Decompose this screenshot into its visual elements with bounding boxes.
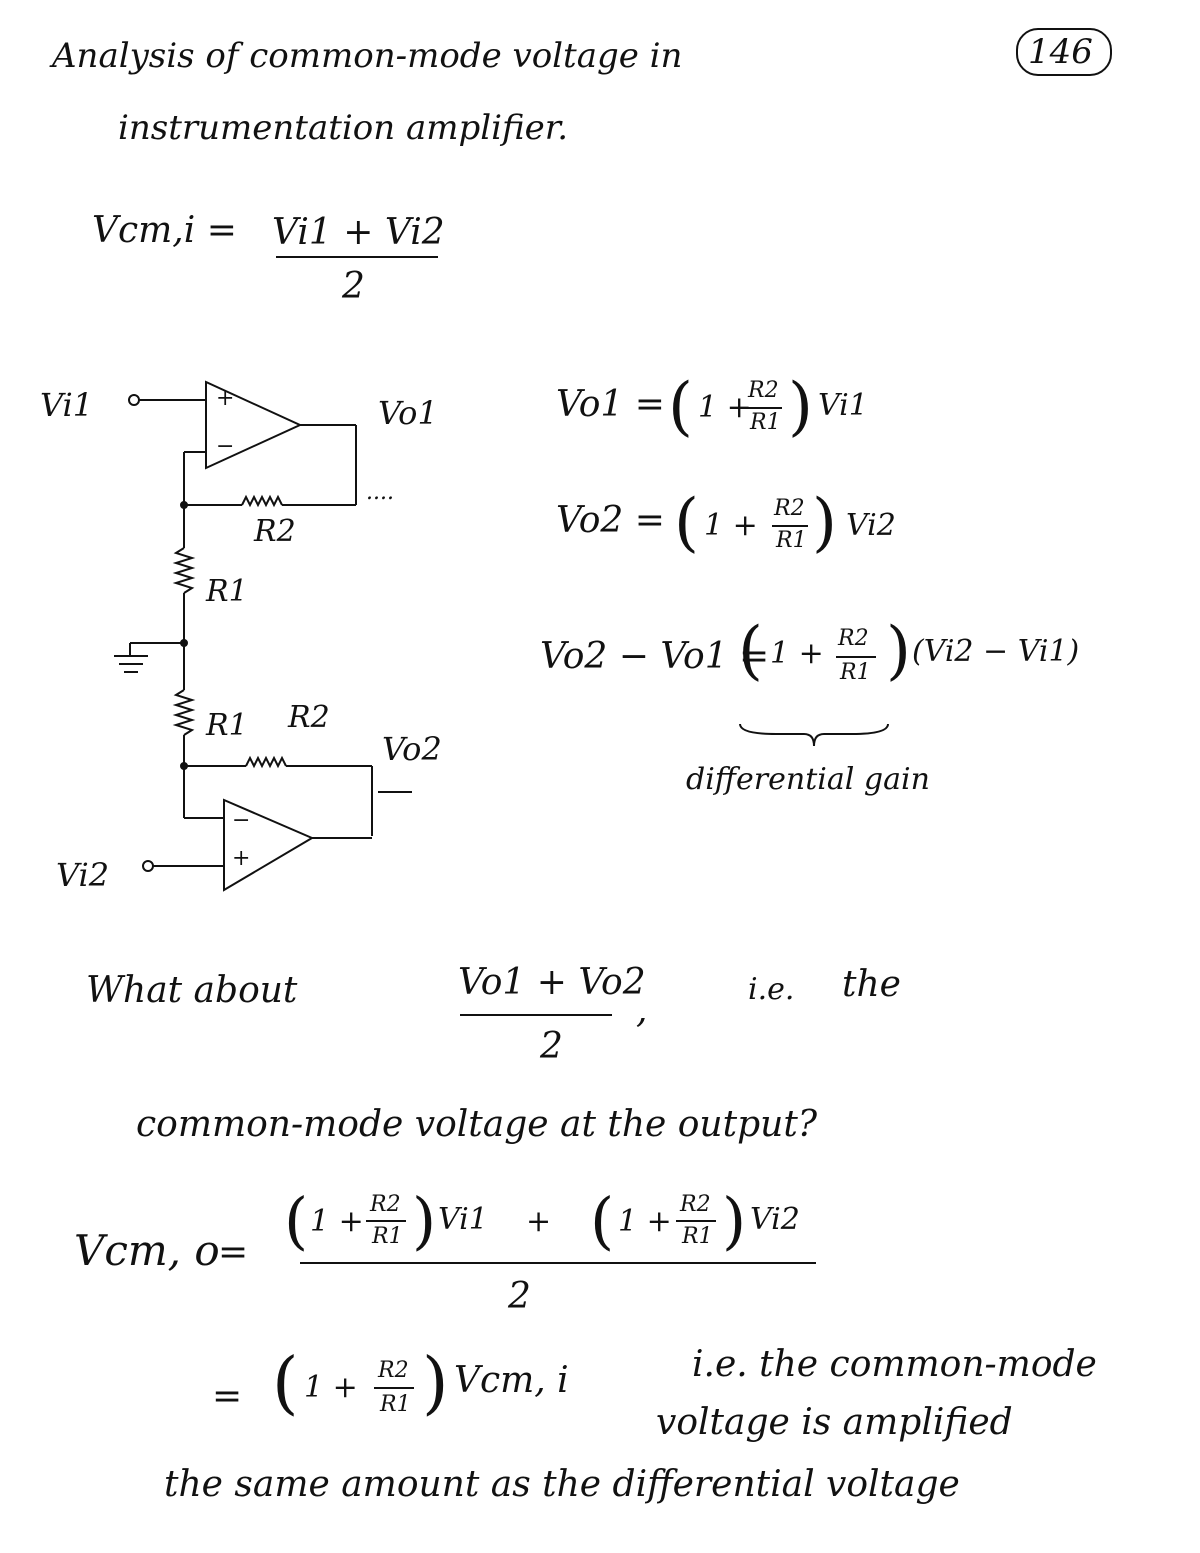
question-fraction-bar: [460, 1014, 612, 1016]
result-var: Vcm, i: [454, 1360, 569, 1401]
question-ie: i.e.: [748, 972, 795, 1007]
title-line-2: instrumentation amplifier.: [118, 108, 569, 148]
underbrace: [739, 723, 889, 747]
resistor-r2-top: [241, 494, 283, 508]
vcm-o-denominator: 2: [508, 1276, 531, 1317]
vo2-close-paren: ): [812, 486, 837, 560]
differential-gain-label: differential gain: [686, 762, 930, 797]
vo2-one-plus: 1 +: [704, 508, 758, 543]
vcm-output-lhs: Vcm, o: [74, 1226, 220, 1275]
result-frac-den: R1: [380, 1392, 411, 1417]
title-line-1: Analysis of common-mode voltage in: [52, 36, 683, 76]
vo2-frac-num: R2: [774, 496, 805, 521]
diff-open-paren: (: [738, 614, 763, 688]
vcm-o-paren-2-open: (: [590, 1184, 615, 1257]
vo1-frac-num: R2: [748, 378, 779, 403]
terminal-vi1: [128, 394, 140, 406]
result-equals: =: [212, 1376, 243, 1417]
vo2-var: Vi2: [846, 508, 896, 543]
vo2-frac-den: R1: [776, 528, 807, 553]
diff-one-plus: 1 +: [770, 636, 824, 671]
result-frac-num: R2: [378, 1358, 409, 1383]
result-open-paren: (: [272, 1344, 299, 1423]
vo1-open-paren: (: [668, 370, 693, 444]
question-denominator: 2: [540, 1026, 563, 1067]
vcm-input-denominator: 2: [342, 266, 365, 307]
question-lead: What about: [86, 970, 298, 1011]
diff-frac-den: R1: [840, 660, 871, 685]
result-note-line-3: the same amount as the differential volt…: [164, 1464, 960, 1505]
vcm-o-frac-bar-1: [366, 1220, 406, 1222]
minus-sign-bottom: −: [232, 808, 251, 833]
vo1-close-paren: ): [788, 370, 813, 444]
page-number: 146: [1028, 32, 1093, 72]
label-r2-bottom: R2: [288, 700, 330, 735]
diff-frac-num: R2: [838, 626, 869, 651]
diff-close-paren: ): [886, 614, 911, 688]
vo2-frac-bar: [772, 525, 808, 527]
vcm-o-one-plus-2: 1 +: [618, 1204, 672, 1239]
label-vi2: Vi2: [56, 856, 110, 894]
vcm-o-var-2: Vi2: [750, 1202, 800, 1237]
op-amp-top-symbol: [205, 380, 303, 470]
result-note-line-1: i.e. the common-mode: [692, 1344, 1097, 1385]
vcm-o-plus: +: [526, 1204, 552, 1239]
result-note-line-2: voltage is amplified: [656, 1402, 1013, 1443]
terminal-vi2: [142, 860, 154, 872]
label-vo1: Vo1: [378, 394, 438, 432]
question-the: the: [842, 964, 901, 1005]
vcm-o-paren-1-open: (: [284, 1184, 309, 1257]
resistor-r1-bottom: [172, 689, 196, 736]
diff-var: (Vi2 − Vi1): [912, 634, 1080, 669]
vcm-input-fraction-bar: [276, 256, 438, 258]
vcm-o-frac-bar-2: [676, 1220, 716, 1222]
vo1-one-plus: 1 +: [698, 390, 752, 425]
label-r2-top: R2: [254, 514, 296, 549]
vcm-o-main-fraction-bar: [300, 1262, 816, 1264]
vcm-input-numerator: Vi1 + Vi2: [272, 212, 445, 253]
vcm-o-frac-den-2: R1: [682, 1224, 713, 1249]
label-vo2: Vo2: [382, 730, 442, 768]
instrumentation-amplifier-circuit: [114, 380, 412, 892]
diff-lhs: Vo2 − Vo1 =: [540, 636, 770, 677]
question-numerator: Vo1 + Vo2: [458, 962, 646, 1003]
vcm-o-frac-den-1: R1: [372, 1224, 403, 1249]
label-r1-top: R1: [206, 574, 248, 609]
plus-sign-top: +: [216, 386, 235, 411]
vcm-o-frac-num-2: R2: [680, 1192, 711, 1217]
vo2-lhs: Vo2 =: [556, 500, 665, 541]
resistor-r1-top: [172, 547, 196, 594]
vo1-continuation-dots: ....: [366, 480, 394, 505]
vcm-o-paren-2-close: ): [722, 1184, 747, 1257]
vo1-var: Vi1: [818, 388, 868, 423]
vo2-open-paren: (: [674, 486, 699, 560]
plus-sign-bottom: +: [232, 846, 251, 871]
page-number-circle: [1016, 28, 1112, 76]
vcm-o-paren-1-close: ): [412, 1184, 437, 1257]
result-one-plus: 1 +: [304, 1370, 358, 1405]
question-line-2: common-mode voltage at the output?: [136, 1104, 818, 1145]
result-close-paren: ): [422, 1344, 449, 1423]
vcm-o-one-plus-1: 1 +: [310, 1204, 364, 1239]
question-comma: ,: [636, 990, 648, 1031]
vo1-frac-den: R1: [750, 410, 781, 435]
vo1-lhs: Vo1 =: [556, 384, 665, 425]
vo1-frac-bar: [746, 407, 782, 409]
vcm-o-frac-num-1: R2: [370, 1192, 401, 1217]
result-frac-bar: [374, 1387, 414, 1389]
vcm-input-lhs: Vcm,i =: [92, 210, 237, 251]
vcm-o-var-1: Vi1: [438, 1202, 488, 1237]
label-vi1: Vi1: [40, 386, 94, 424]
label-r1-bottom: R1: [206, 708, 248, 743]
vcm-output-equals: =: [218, 1232, 249, 1273]
resistor-r2-bottom: [245, 755, 287, 769]
op-amp-bottom-symbol: [223, 798, 315, 892]
diff-frac-bar: [836, 656, 876, 658]
minus-sign-top: −: [216, 434, 235, 459]
